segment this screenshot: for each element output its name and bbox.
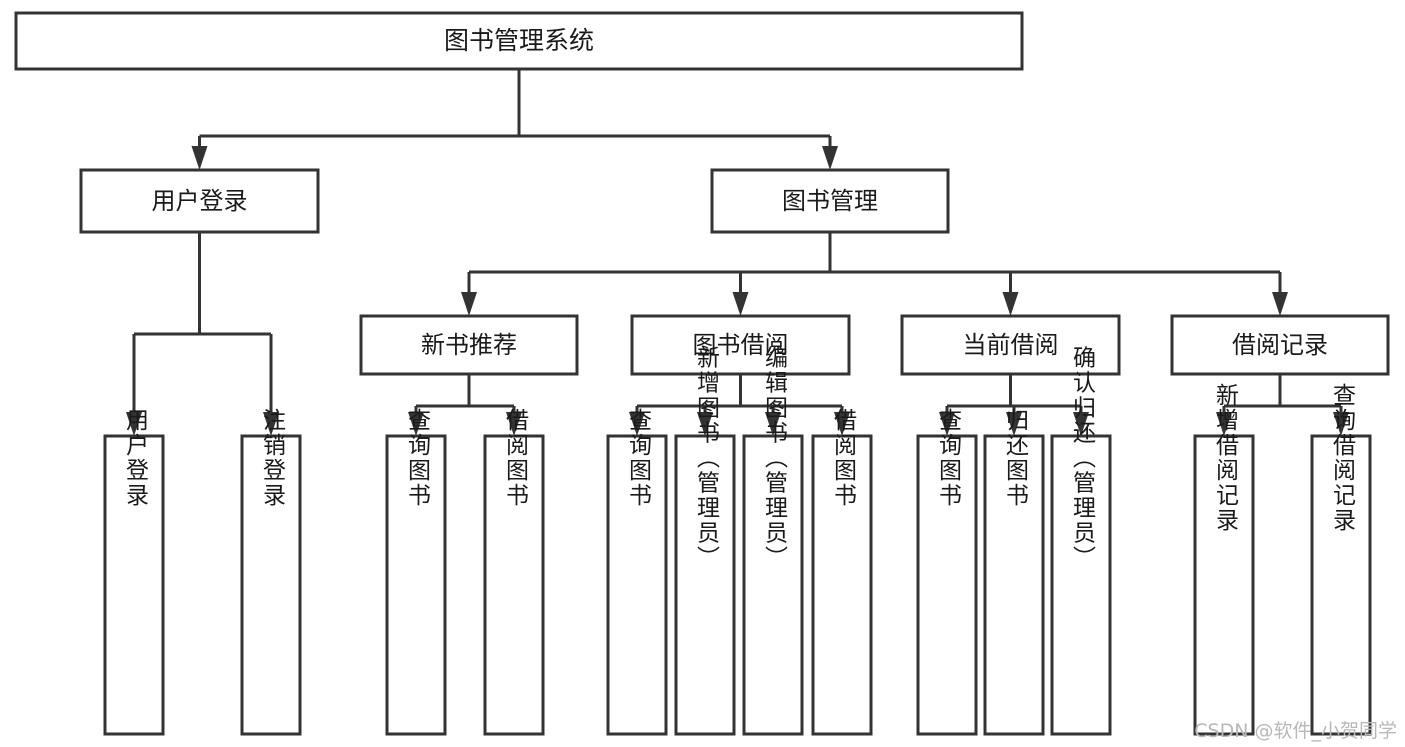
node-label-leaf_10: 确认归还（管理员） bbox=[1069, 346, 1097, 571]
node-label-leaf_0: 用户登录 bbox=[122, 408, 150, 508]
node-leaf_8[interactable]: 查询图书 bbox=[916, 408, 978, 736]
arrow-head-icon bbox=[1216, 412, 1232, 436]
node-label-l2_0: 用户登录 bbox=[152, 187, 248, 215]
node-box-leaf_0[interactable] bbox=[103, 434, 165, 736]
node-label-leaf_6: 编辑图书（管理员） bbox=[761, 346, 789, 571]
node-box-leaf_3[interactable] bbox=[483, 434, 545, 736]
arrow-head-icon bbox=[939, 412, 955, 436]
node-l3_1[interactable]: 图书借阅 bbox=[630, 314, 851, 376]
node-leaf_1[interactable]: 注销登录 bbox=[240, 408, 302, 736]
node-label-leaf_8: 查询图书 bbox=[935, 408, 963, 508]
node-box-leaf_10[interactable] bbox=[1050, 434, 1112, 736]
node-l3_3[interactable]: 借阅记录 bbox=[1170, 314, 1390, 376]
node-box-l3_2[interactable] bbox=[900, 314, 1121, 376]
node-leaf_9[interactable]: 归还图书 bbox=[983, 408, 1045, 736]
node-box-leaf_12[interactable] bbox=[1310, 434, 1372, 736]
node-label-root: 图书管理系统 bbox=[444, 26, 594, 55]
node-leaf_11[interactable]: 新增借阅记录 bbox=[1193, 383, 1255, 736]
arrow-head-icon bbox=[732, 292, 749, 316]
node-label-leaf_1: 注销登录 bbox=[259, 408, 287, 508]
node-root[interactable]: 图书管理系统 bbox=[14, 11, 1024, 71]
node-label-leaf_12: 查询借阅记录 bbox=[1329, 383, 1357, 533]
node-leaf_2[interactable]: 查询图书 bbox=[385, 408, 447, 736]
edge-group-l3_0 bbox=[408, 374, 522, 436]
node-leaf_7[interactable]: 借阅图书 bbox=[811, 408, 873, 736]
arrow-head-icon bbox=[697, 412, 713, 436]
arrow-head-icon bbox=[408, 412, 424, 436]
node-boxes-layer: 图书管理系统用户登录图书管理新书推荐图书借阅当前借阅借阅记录用户登录注销登录查询… bbox=[14, 11, 1390, 736]
node-label-l3_1: 图书借阅 bbox=[693, 331, 789, 359]
node-leaf_6[interactable]: 编辑图书（管理员） bbox=[742, 346, 804, 736]
node-l2_1[interactable]: 图书管理 bbox=[710, 168, 950, 234]
node-leaf_4[interactable]: 查询图书 bbox=[606, 408, 668, 736]
edge-group-l3_3 bbox=[1216, 374, 1349, 436]
node-box-leaf_4[interactable] bbox=[606, 434, 668, 736]
node-box-leaf_9[interactable] bbox=[983, 434, 1045, 736]
connector-edges-layer bbox=[126, 69, 1349, 436]
node-l3_0[interactable]: 新书推荐 bbox=[359, 314, 579, 376]
edge-group-l3_2 bbox=[939, 374, 1089, 436]
node-label-leaf_5: 新增图书（管理员） bbox=[693, 346, 721, 571]
node-box-root[interactable] bbox=[14, 11, 1024, 71]
arrow-head-icon bbox=[834, 412, 850, 436]
node-label-leaf_4: 查询图书 bbox=[625, 408, 653, 508]
node-box-leaf_1[interactable] bbox=[240, 434, 302, 736]
node-box-leaf_8[interactable] bbox=[916, 434, 978, 736]
arrow-head-icon bbox=[126, 412, 142, 436]
node-box-l3_1[interactable] bbox=[630, 314, 851, 376]
arrow-head-icon bbox=[629, 412, 645, 436]
node-box-leaf_7[interactable] bbox=[811, 434, 873, 736]
node-label-l3_2: 当前借阅 bbox=[963, 331, 1059, 359]
node-box-l2_1[interactable] bbox=[710, 168, 950, 234]
node-label-leaf_7: 借阅图书 bbox=[830, 408, 858, 508]
arrow-head-icon bbox=[822, 146, 838, 170]
node-leaf_0[interactable]: 用户登录 bbox=[103, 408, 165, 736]
edge-group-l3_1 bbox=[629, 374, 850, 436]
node-box-leaf_6[interactable] bbox=[742, 434, 804, 736]
node-box-l3_3[interactable] bbox=[1170, 314, 1390, 376]
arrow-head-icon bbox=[1073, 412, 1089, 436]
node-leaf_5[interactable]: 新增图书（管理员） bbox=[674, 346, 736, 736]
arrow-head-icon bbox=[263, 412, 279, 436]
arrow-head-icon bbox=[1272, 292, 1288, 316]
node-label-l2_1: 图书管理 bbox=[782, 187, 878, 215]
node-box-leaf_2[interactable] bbox=[385, 434, 447, 736]
arrow-head-icon bbox=[506, 412, 522, 436]
edge-group-l2_0 bbox=[126, 232, 279, 436]
node-label-leaf_2: 查询图书 bbox=[404, 408, 432, 508]
arrow-head-icon bbox=[461, 292, 477, 316]
node-box-leaf_5[interactable] bbox=[674, 434, 736, 736]
node-label-l3_0: 新书推荐 bbox=[421, 331, 517, 359]
arrow-head-icon bbox=[191, 146, 208, 170]
node-box-l2_0[interactable] bbox=[79, 168, 320, 234]
arrow-head-icon bbox=[765, 412, 781, 436]
node-label-l3_3: 借阅记录 bbox=[1232, 331, 1328, 359]
node-leaf_10[interactable]: 确认归还（管理员） bbox=[1050, 346, 1112, 736]
node-label-leaf_11: 新增借阅记录 bbox=[1212, 383, 1240, 533]
arrow-head-icon bbox=[1006, 412, 1022, 436]
node-l2_0[interactable]: 用户登录 bbox=[79, 168, 320, 234]
arrow-head-icon bbox=[1002, 292, 1019, 316]
node-leaf_3[interactable]: 借阅图书 bbox=[483, 408, 545, 736]
node-l3_2[interactable]: 当前借阅 bbox=[900, 314, 1121, 376]
edge-group-l2_1 bbox=[461, 232, 1288, 316]
node-label-leaf_3: 借阅图书 bbox=[502, 408, 530, 508]
edge-group-root bbox=[191, 69, 838, 170]
node-label-leaf_9: 归还图书 bbox=[1002, 408, 1030, 508]
node-leaf_12[interactable]: 查询借阅记录 bbox=[1310, 383, 1372, 736]
node-box-leaf_11[interactable] bbox=[1193, 434, 1255, 736]
arrow-head-icon bbox=[1333, 412, 1349, 436]
node-box-l3_0[interactable] bbox=[359, 314, 579, 376]
